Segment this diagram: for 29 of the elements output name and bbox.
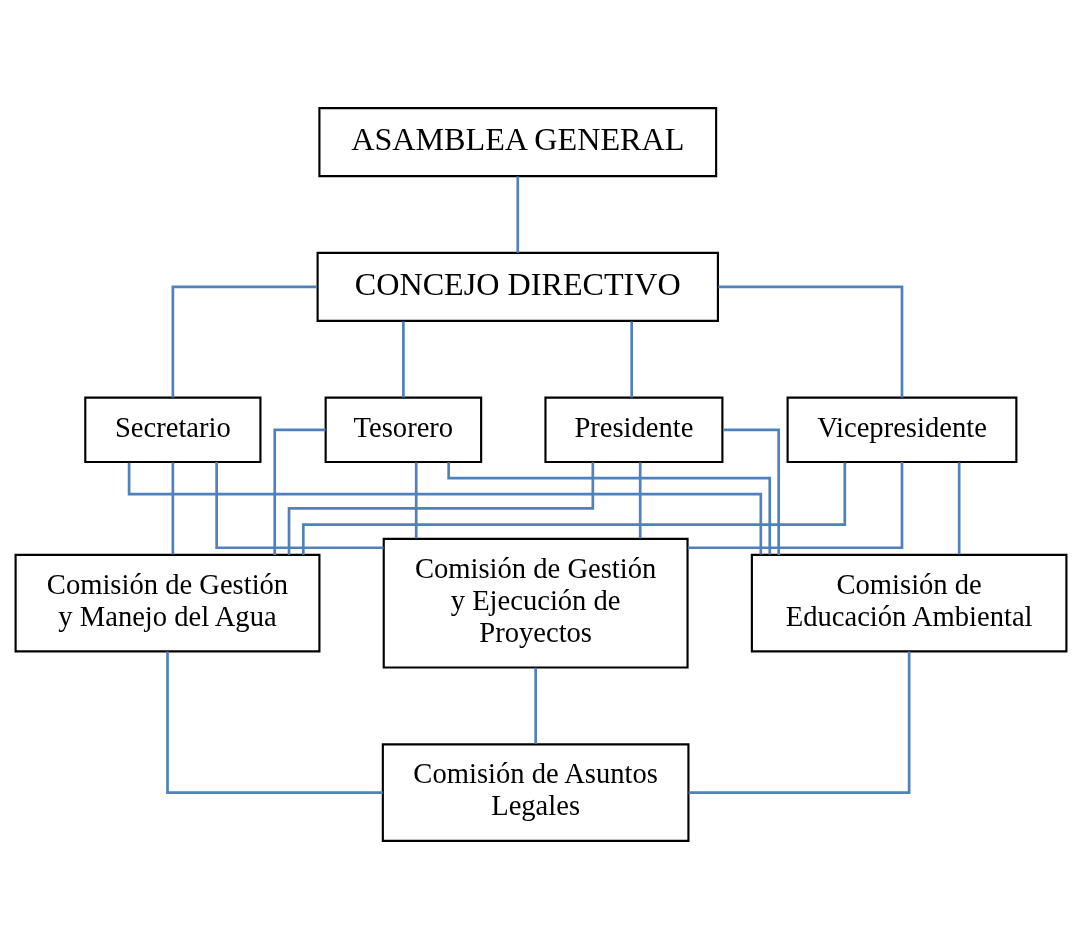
connector: [171, 461, 175, 554]
connector: [171, 285, 318, 397]
connector: [127, 462, 763, 554]
connector: [957, 461, 961, 554]
connector: [534, 667, 537, 744]
connector: [402, 320, 405, 397]
connector: [414, 461, 418, 538]
connector: [630, 320, 634, 397]
connector: [688, 650, 911, 794]
connector: [723, 428, 780, 555]
connector: [687, 461, 904, 549]
connector: [302, 461, 847, 555]
node-box: ASAMBLEA GENERAL: [318, 106, 718, 177]
node-box: Vicepresidente: [786, 396, 1018, 463]
node-box: Comisión de Gestión y Ejecución de Proyectos: [382, 537, 689, 669]
node-box: Comisión de Gestión y Manejo del Agua: [14, 553, 321, 652]
node-box: Comisión de Educación Ambiental: [750, 553, 1068, 652]
connector: [273, 428, 326, 555]
connector: [516, 175, 520, 253]
node-box: Presidente: [544, 396, 724, 463]
connector: [718, 285, 904, 397]
node-box: Tesorero: [324, 396, 483, 463]
connector: [215, 461, 384, 549]
connector: [287, 461, 595, 555]
node-box: Comisión de Asuntos Legales: [381, 742, 690, 842]
connector: [638, 461, 642, 538]
node-box: CONCEJO DIRECTIVO: [316, 251, 719, 322]
connector: [166, 650, 383, 794]
node-box: Secretario: [84, 396, 262, 463]
